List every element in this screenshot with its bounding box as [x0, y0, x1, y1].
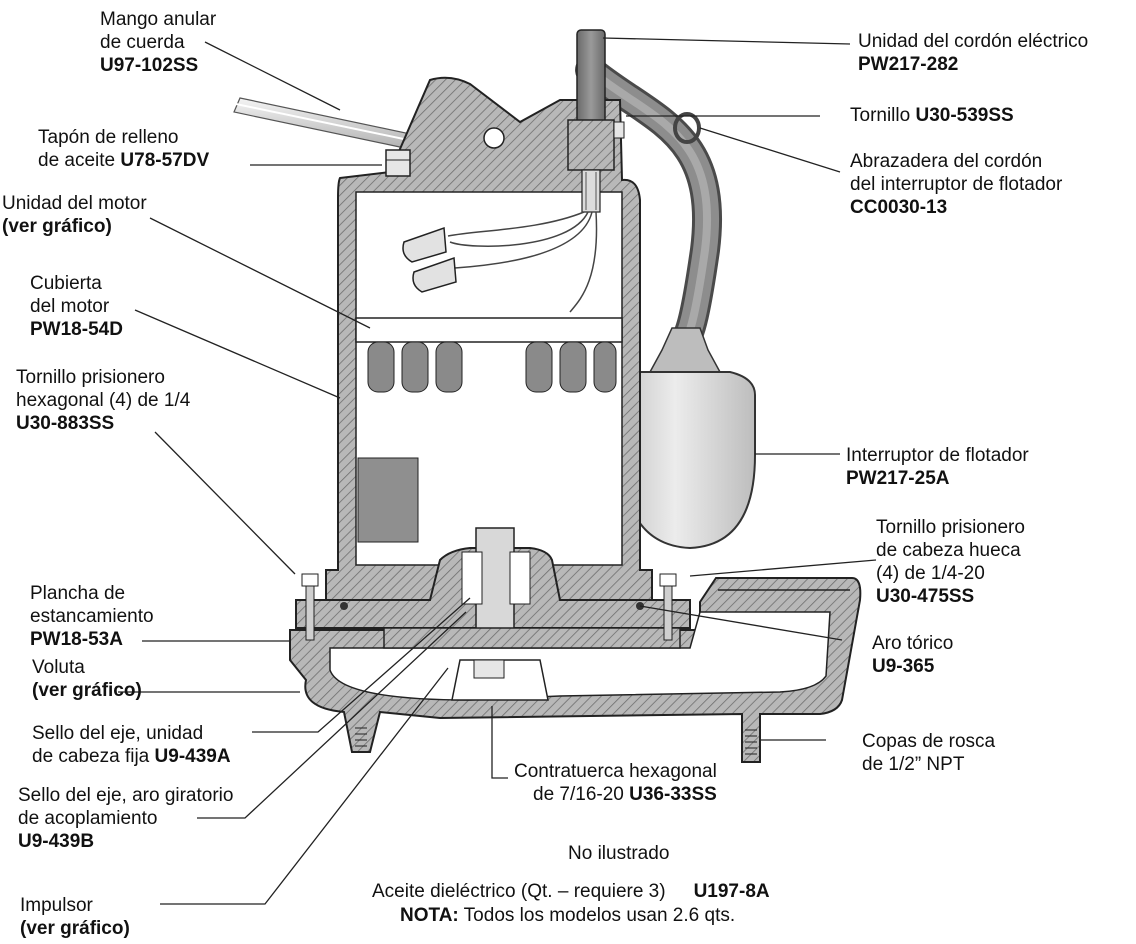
label-interruptor-flotador: Interruptor de flotador PW217-25A: [846, 445, 1029, 489]
part-number: CC0030-13: [850, 197, 948, 218]
label-tornillo-hexagonal: Tornillo prisionero hexagonal (4) de 1/4…: [16, 367, 191, 434]
part-number: U30-539SS: [915, 105, 1014, 126]
motor-wires: [447, 211, 598, 313]
float-switch: [620, 327, 756, 550]
label-unidad-motor: Unidad del motor (ver gráfico): [2, 193, 147, 237]
no-ilustrado: No ilustrado: [568, 843, 670, 864]
part-number: U30-883SS: [16, 413, 115, 434]
part-number: U30-475SS: [876, 586, 975, 607]
electric-cord: [567, 29, 701, 213]
volute: [289, 577, 862, 763]
label-plancha-estancamiento: Plancha de estancamiento PW18-53A: [30, 583, 154, 650]
float-switch-cord: [575, 55, 722, 350]
label-tornillo: Tornillo U30-539SS: [850, 105, 1014, 126]
label-tornillo-cabeza-hueca: Tornillo prisionero de cabeza hueca (4) …: [876, 517, 1025, 607]
label-impulsor: Impulsor (ver gráfico): [20, 895, 130, 939]
nota: NOTA: Todos los modelos usan 2.6 qts.: [400, 905, 736, 926]
part-number: U197-8A: [693, 881, 770, 902]
part-number: U9-439A: [154, 746, 231, 767]
part-number: (ver gráfico): [2, 216, 112, 237]
label-copas-rosca: Copas de rosca de 1/2” NPT: [862, 731, 996, 775]
part-number: (ver gráfico): [32, 680, 142, 701]
part-number: PW18-54D: [30, 319, 123, 340]
label-sello-unidad-fija: Sello del eje, unidad de cabeza fija U9-…: [32, 723, 231, 767]
part-number: U78-57DV: [120, 150, 210, 171]
label-sello-aro-giratorio: Sello del eje, aro giratorio de acoplami…: [18, 785, 234, 852]
part-number: U97-102SS: [100, 55, 199, 76]
part-number: PW18-53A: [30, 629, 123, 650]
part-number: U9-365: [872, 656, 935, 677]
aceite-dielectrico: Aceite dieléctrico (Qt. – requiere 3)U19…: [372, 881, 770, 902]
motor-body: [355, 317, 623, 543]
part-number: PW217-282: [858, 54, 959, 75]
label-voluta: Voluta (ver gráfico): [32, 657, 142, 701]
label-abrazadera-cordon: Abrazadera del cordón del interruptor de…: [850, 151, 1063, 218]
leader-lines: [118, 37, 877, 905]
part-number: U9-439B: [18, 831, 95, 852]
part-number: (ver gráfico): [20, 918, 130, 939]
label-mango-anular: Mango anular de cuerda U97-102SS: [100, 9, 217, 76]
label-tapon-relleno: Tapón de relleno de aceite U78-57DV: [38, 127, 210, 171]
label-aro-torico: Aro tórico U9-365: [872, 633, 954, 677]
label-cordon-electrico: Unidad del cordón eléctrico PW217-282: [858, 31, 1089, 75]
part-number: PW217-25A: [846, 468, 950, 489]
part-number: U36-33SS: [629, 784, 717, 805]
label-cubierta-motor: Cubierta del motor PW18-54D: [30, 273, 123, 340]
label-contratuerca: Contratuerca hexagonal de 7/16-20 U36-33…: [514, 761, 717, 805]
wire-connectors: [402, 226, 457, 293]
bolts: [301, 573, 677, 641]
handle-rod: [233, 97, 421, 151]
